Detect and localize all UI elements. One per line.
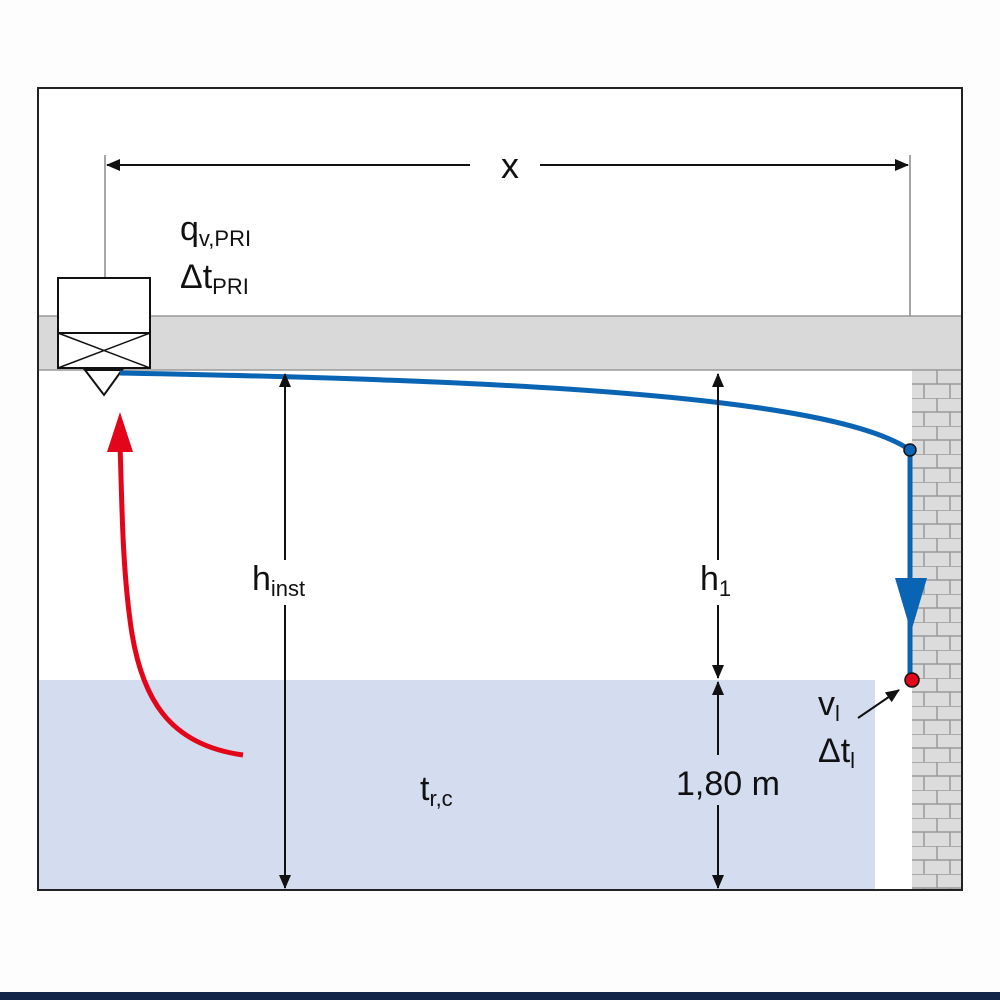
- air-terminal-device: [57, 277, 151, 397]
- room-temp-label: tr,c: [420, 770, 453, 811]
- occupied-zone: [38, 680, 875, 890]
- return-air-arrow: [117, 444, 244, 758]
- h1-label: h1: [700, 560, 731, 601]
- ceiling: [37, 315, 963, 371]
- supply-temp-diff-label: ΔtPRI: [180, 258, 249, 299]
- jet-wall-point: [903, 443, 917, 457]
- distance-label: x: [501, 145, 519, 186]
- measurement-point: [904, 672, 920, 688]
- velocity-label: vl: [818, 685, 840, 726]
- occupied-height-label: 1,80 m: [676, 765, 780, 803]
- bottom-bar: [0, 992, 1000, 1000]
- pointer-arrow: [857, 689, 900, 719]
- nozzle-icon: [82, 369, 124, 397]
- jet-arrow-icon: [895, 578, 927, 632]
- local-temp-diff-label: Δtl: [818, 732, 855, 773]
- brick-wall: [912, 370, 962, 890]
- flow-rate-label: qv,PRI: [180, 210, 251, 251]
- return-arrow-head-icon: [107, 412, 133, 452]
- installation-height-label: hinst: [252, 560, 305, 601]
